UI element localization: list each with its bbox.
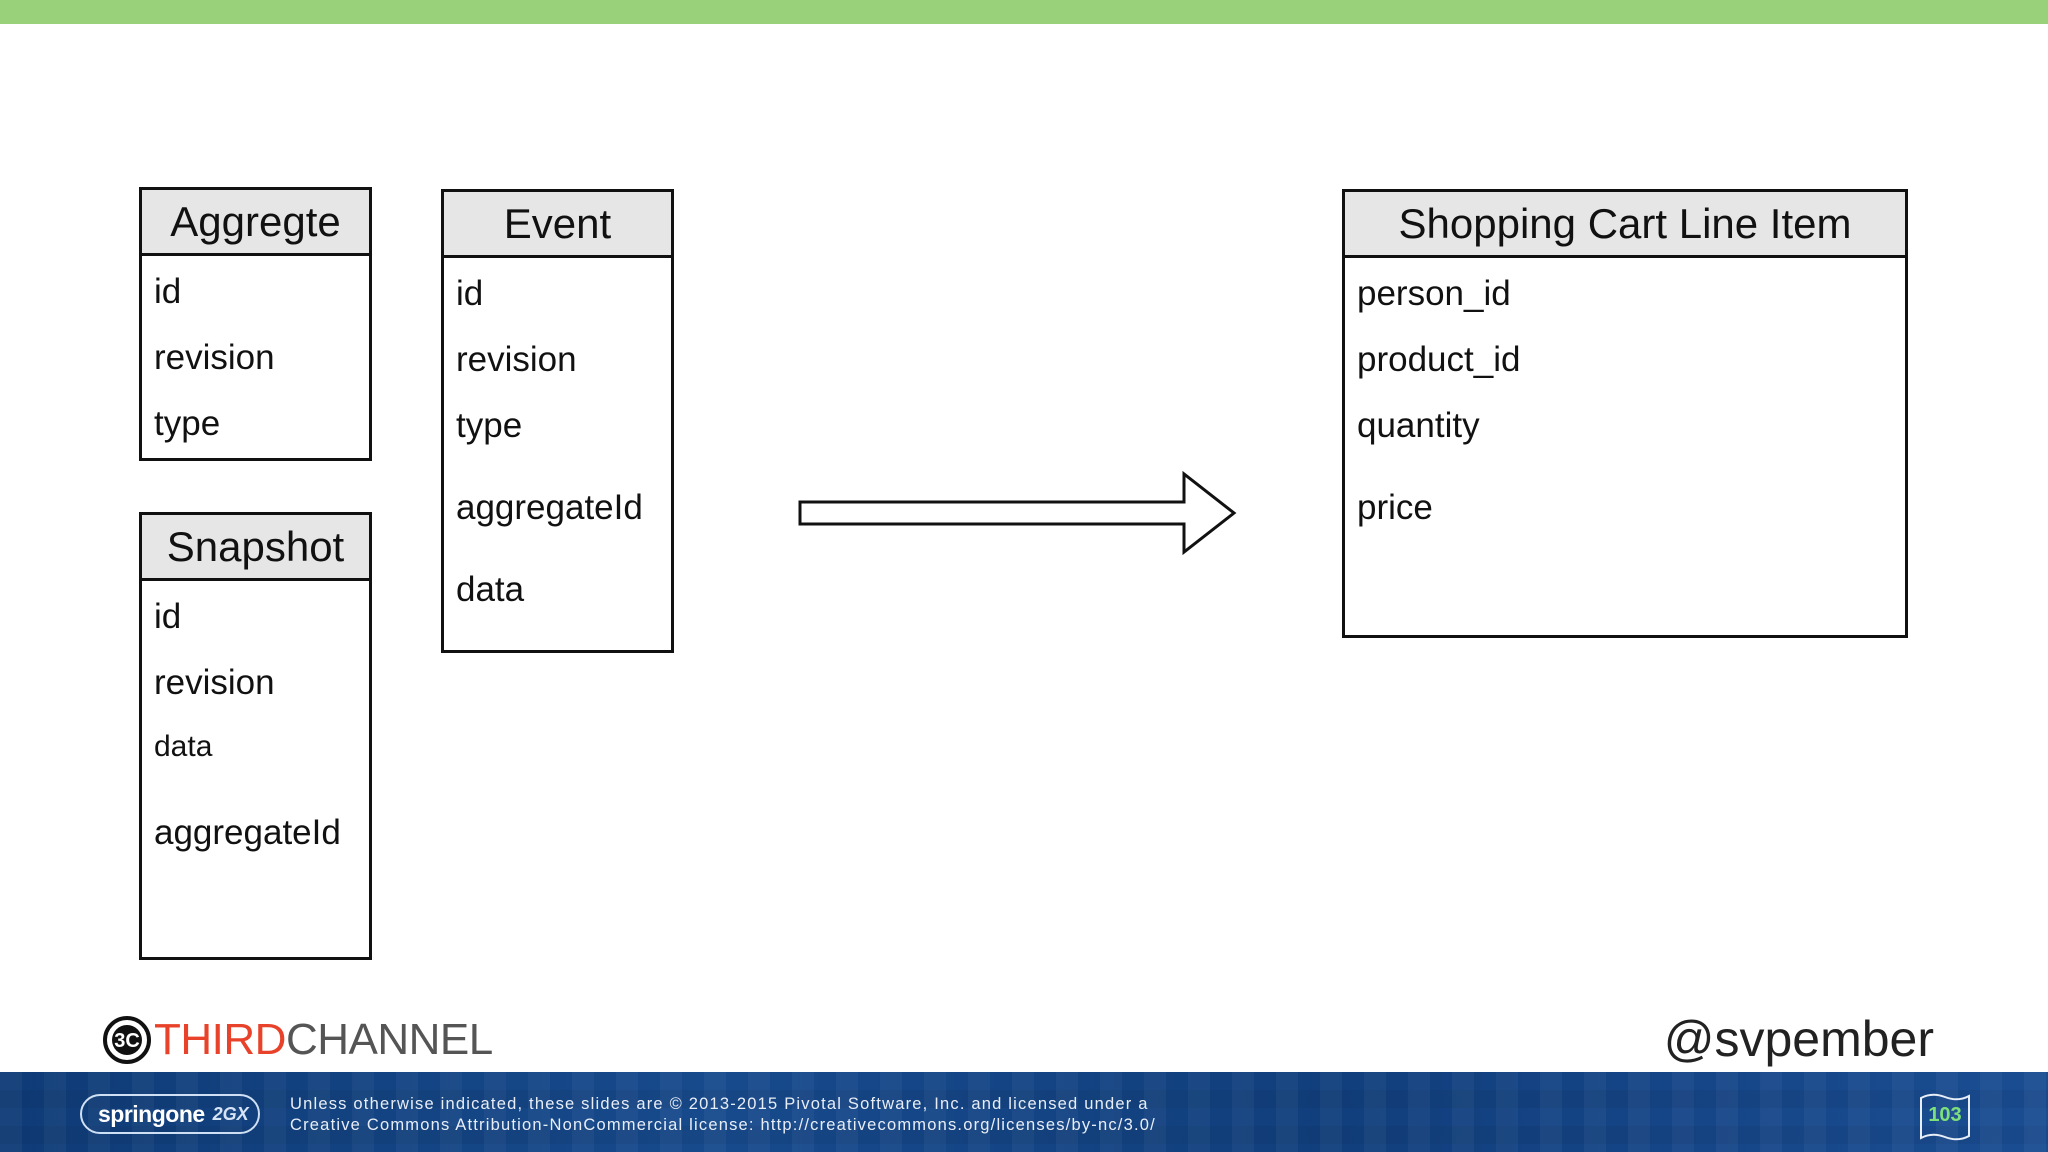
snapshot-field-data: data xyxy=(154,730,213,763)
aggregate-entity: Aggregte id revision type xyxy=(139,187,372,461)
footer-bar: springone 2GX Unless otherwise indicated… xyxy=(0,1072,2048,1152)
top-accent-bar xyxy=(0,0,2048,24)
event-field-id: id xyxy=(456,274,484,313)
snapshot-field-aggregateid: aggregateId xyxy=(154,813,341,852)
cart-field-product-id: product_id xyxy=(1357,340,1521,379)
aggregate-entity-title: Aggregte xyxy=(142,190,369,256)
cart-line-item-entity: Shopping Cart Line Item person_id produc… xyxy=(1342,189,1908,638)
twitter-handle: @svpember xyxy=(1663,1011,1934,1067)
event-entity: Event id revision type aggregateId data xyxy=(441,189,674,653)
event-entity-title: Event xyxy=(444,192,671,258)
snapshot-entity: Snapshot id revision data aggregateId xyxy=(139,512,372,960)
page-flag-icon xyxy=(1920,1093,1970,1141)
springone-logo: springone 2GX xyxy=(80,1094,260,1134)
aggregate-field-type: type xyxy=(154,404,221,443)
aggregate-field-revision: revision xyxy=(154,338,275,377)
event-field-revision: revision xyxy=(456,340,577,379)
snapshot-field-revision: revision xyxy=(154,663,275,702)
cart-field-quantity: quantity xyxy=(1357,406,1480,445)
event-field-type: type xyxy=(456,406,523,445)
license-line-2: Creative Commons Attribution-NonCommerci… xyxy=(290,1116,1156,1134)
springone-name: springone xyxy=(98,1100,205,1127)
license-line-1: Unless otherwise indicated, these slides… xyxy=(290,1095,1149,1113)
event-field-data: data xyxy=(456,570,525,609)
aggregate-field-id: id xyxy=(154,272,182,311)
page-number-badge: 103 xyxy=(1918,1092,1972,1142)
svg-text:3C: 3C xyxy=(114,1030,140,1052)
thirdchannel-logo: 3C THIRDCHANNEL xyxy=(102,1013,493,1067)
event-field-aggregateid: aggregateId xyxy=(456,488,643,527)
cart-field-price: price xyxy=(1357,488,1433,527)
snapshot-entity-title: Snapshot xyxy=(142,515,369,581)
cart-field-person-id: person_id xyxy=(1357,274,1511,313)
brand-third-text: THIRD xyxy=(154,1015,286,1064)
page-number: 103 xyxy=(1928,1104,1962,1126)
snapshot-field-id: id xyxy=(154,597,182,636)
thirdchannel-3c-icon: 3C xyxy=(103,1016,151,1064)
right-arrow-icon xyxy=(798,470,1237,556)
footer-pattern xyxy=(0,1072,2048,1152)
cart-line-item-entity-title: Shopping Cart Line Item xyxy=(1345,192,1905,258)
brand-channel-text: CHANNEL xyxy=(285,1015,493,1064)
license-text: Unless otherwise indicated, these slides… xyxy=(290,1094,1156,1136)
springone-year: 2GX xyxy=(212,1103,249,1124)
